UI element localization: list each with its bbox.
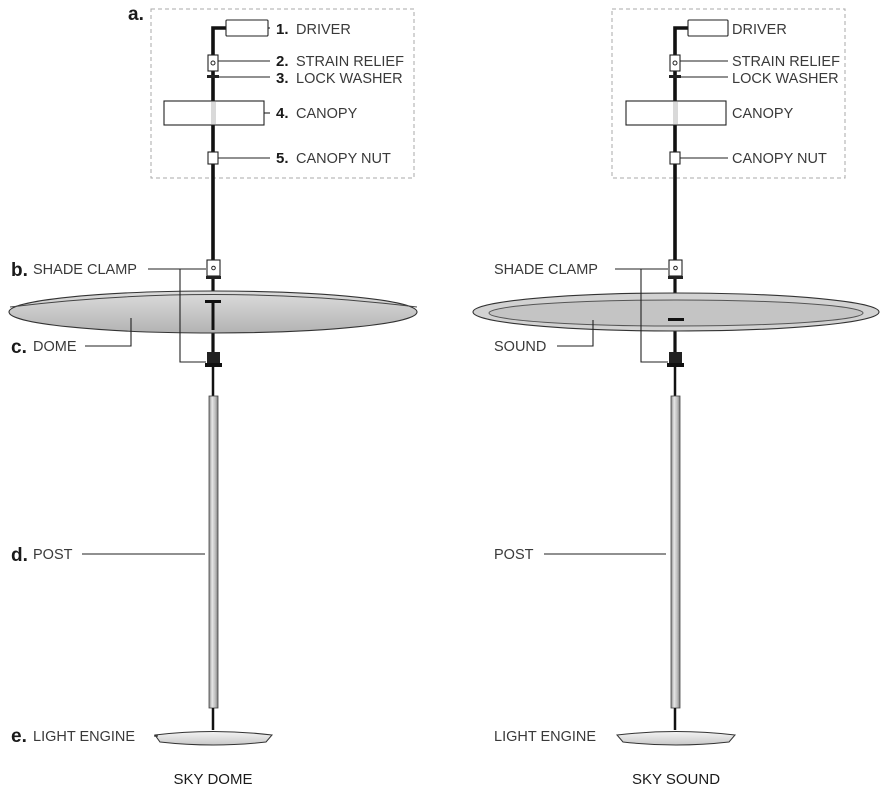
light-engine bbox=[154, 731, 273, 746]
right-label-shade-clamp: SHADE CLAMP bbox=[494, 262, 598, 278]
driver-box-right bbox=[687, 19, 729, 37]
mounting-kit-boundary bbox=[150, 8, 415, 179]
light-engine-right bbox=[616, 731, 736, 746]
kit-label-lock-washer: LOCK WASHER bbox=[296, 71, 403, 87]
mounting-kit-boundary-right bbox=[611, 8, 846, 179]
title-sky-sound: SKY SOUND bbox=[632, 771, 720, 788]
canopy-nut bbox=[207, 151, 219, 165]
label-post: POST bbox=[33, 547, 73, 563]
post-right bbox=[670, 395, 681, 709]
strain-relief-right bbox=[669, 54, 681, 72]
right-label-post: POST bbox=[494, 547, 534, 563]
right-label-driver: DRIVER bbox=[732, 22, 787, 38]
label-dome: DOME bbox=[33, 339, 77, 355]
sky-dome-assembly: a. 1. DRIVER 2. STRAIN RELIEF 3. LOCK WA… bbox=[8, 4, 418, 788]
kit-num-2: 2. bbox=[276, 53, 289, 70]
lock-washer bbox=[207, 75, 219, 78]
label-light-engine: LIGHT ENGINE bbox=[33, 729, 135, 745]
right-label-canopy-nut: CANOPY NUT bbox=[732, 151, 827, 167]
kit-label-driver: DRIVER bbox=[296, 22, 351, 38]
dome-leader bbox=[85, 318, 132, 347]
kit-num-5: 5. bbox=[276, 150, 289, 167]
kit-num-4: 4. bbox=[276, 105, 289, 122]
post bbox=[208, 395, 219, 709]
sky-sound-assembly: DRIVER STRAIN RELIEF LOCK WASHER CANOPY … bbox=[472, 8, 880, 788]
letter-d: d. bbox=[11, 545, 28, 566]
letter-b: b. bbox=[11, 260, 28, 281]
right-label-lock-washer: LOCK WASHER bbox=[732, 71, 839, 87]
letter-c: c. bbox=[11, 337, 27, 358]
letter-e: e. bbox=[11, 726, 27, 747]
title-sky-dome: SKY DOME bbox=[174, 771, 253, 788]
shade-clamp-upper bbox=[206, 259, 221, 277]
power-cord-right bbox=[673, 26, 688, 262]
kit-letter: a. bbox=[128, 4, 144, 25]
canopy-nut-right bbox=[669, 151, 681, 165]
kit-num-3: 3. bbox=[276, 70, 289, 87]
driver-box bbox=[225, 19, 269, 37]
kit-label-strain-relief: STRAIN RELIEF bbox=[296, 54, 404, 70]
right-label-light-engine: LIGHT ENGINE bbox=[494, 729, 596, 745]
power-cord bbox=[211, 26, 226, 262]
shade-clamp-leader bbox=[148, 268, 206, 363]
kit-label-canopy-nut: CANOPY NUT bbox=[296, 151, 391, 167]
shade-clamp-upper-right bbox=[668, 259, 683, 277]
shade-clamp-lower-right bbox=[669, 352, 682, 366]
shade-clamp-lower bbox=[207, 352, 220, 366]
right-label-strain-relief: STRAIN RELIEF bbox=[732, 54, 840, 70]
kit-num-1: 1. bbox=[276, 21, 289, 38]
right-label-canopy: CANOPY bbox=[732, 106, 794, 122]
label-shade-clamp: SHADE CLAMP bbox=[33, 262, 137, 278]
right-label-sound: SOUND bbox=[494, 339, 546, 355]
kit-label-canopy: CANOPY bbox=[296, 106, 358, 122]
strain-relief bbox=[207, 54, 219, 72]
sound-leader bbox=[557, 320, 594, 347]
lock-washer-right bbox=[669, 75, 681, 78]
shade-clamp-leader-right bbox=[615, 268, 668, 363]
